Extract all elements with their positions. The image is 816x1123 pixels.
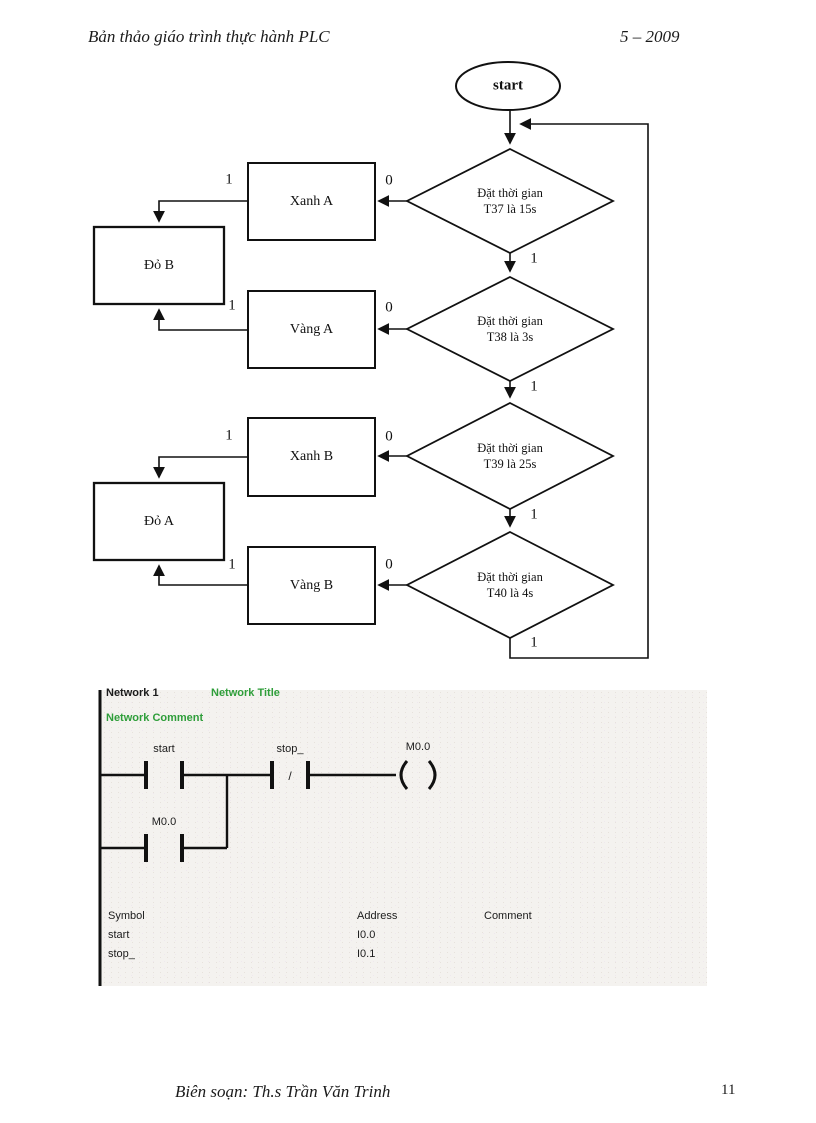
decision-t38-line2: T38 là 3s: [486, 330, 534, 344]
edge-label-one-xanh-b: 1: [225, 427, 233, 444]
nc-contact-slash: /: [288, 769, 292, 783]
state-do-b-label: Đỏ B: [144, 257, 174, 273]
edge-label-one-t39: 1: [530, 506, 538, 523]
contact-m00-label: M0.0: [151, 816, 177, 828]
address-row-stop: I0.1: [357, 948, 376, 960]
decision-t37-line2: T37 là 15s: [483, 202, 537, 216]
connector-xanh-a-to-do-b: [153, 200, 248, 223]
contact-start-label: start: [153, 743, 175, 755]
symbol-table-header-address: Address: [357, 910, 398, 922]
state-do-a-label: Đỏ A: [144, 513, 174, 529]
process-xanh-b-label: Xanh B: [289, 449, 334, 464]
symbol-row-stop: stop_: [108, 948, 135, 960]
decision-t38-line1: Đặt thời gian: [477, 314, 543, 328]
process-xanh-a-label: Xanh A: [289, 193, 334, 209]
footer-page-number: 11: [721, 1082, 736, 1098]
process-vang-b-label: Vàng B: [289, 577, 334, 593]
symbol-table-header-symbol: Symbol: [108, 910, 145, 922]
decision-t40-text: Đặt thời gian T40 là 4s: [430, 569, 590, 601]
decision-t39-text: Đặt thời gian T39 là 25s: [430, 440, 590, 472]
edge-label-zero-vang-a: 0: [385, 299, 393, 316]
connector-xanh-b-to-do-a: [153, 456, 248, 479]
decision-t38-text: Đặt thời gian T38 là 3s: [430, 313, 590, 345]
network-comment-label: Network Comment: [106, 712, 204, 724]
network-title-label: Network Title: [211, 687, 280, 699]
process-vang-a-label: Vàng A: [289, 321, 334, 337]
coil-m00-label: M0.0: [405, 741, 431, 753]
decision-t37-text: Đặt thời gian T37 là 15s: [430, 185, 590, 217]
edge-label-one-t37: 1: [530, 250, 538, 267]
edge-label-one-xanh-a: 1: [225, 171, 233, 188]
edge-label-zero-xanh-a: 0: [385, 172, 393, 189]
symbol-row-start: start: [108, 929, 130, 941]
symbol-table-header-comment: Comment: [484, 910, 532, 922]
edge-label-one-t38: 1: [530, 378, 538, 395]
edge-label-one-t40: 1: [530, 634, 538, 651]
ladder-network-area: [101, 690, 707, 986]
decision-t39-line2: T39 là 25s: [483, 457, 537, 471]
header-right-date: 5 – 2009: [620, 27, 680, 46]
contact-stop-label: stop_: [276, 743, 304, 755]
address-row-start: I0.0: [357, 929, 376, 941]
edge-label-one-vang-a: 1: [228, 297, 236, 314]
edge-label-zero-xanh-b: 0: [385, 428, 393, 445]
decision-t39-line1: Đặt thời gian: [477, 441, 543, 455]
decision-t40-line1: Đặt thời gian: [477, 570, 543, 584]
header-left-title: Bản thảo giáo trình thực hành PLC: [88, 27, 330, 46]
edge-label-one-vang-b: 1: [228, 556, 236, 573]
start-terminal-label: start: [493, 77, 523, 94]
footer-author: Biên soạn: Th.s Trần Văn Trinh: [175, 1082, 391, 1101]
decision-t37-line1: Đặt thời gian: [477, 186, 543, 200]
network-number-label: Network 1: [106, 687, 159, 699]
edge-label-zero-vang-b: 0: [385, 556, 393, 573]
decision-t40-line2: T40 là 4s: [486, 586, 534, 600]
